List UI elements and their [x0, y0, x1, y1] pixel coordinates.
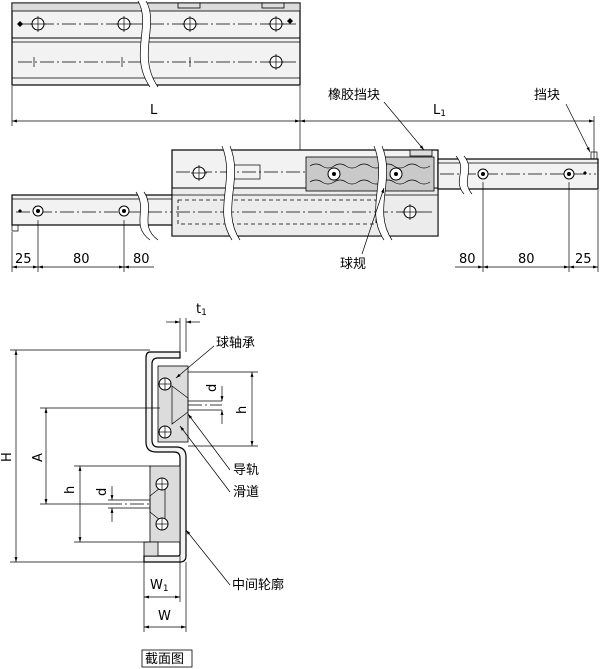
label-slide: 滑道 — [233, 485, 259, 500]
label-ball-bearing: 球轴承 — [216, 336, 255, 351]
label-L: L — [150, 103, 158, 118]
dimension-W: W1 W — [143, 556, 187, 632]
label-ball-retainer: 球规 — [340, 257, 366, 272]
label-h-upper: h — [235, 406, 250, 414]
label-A: A — [31, 453, 46, 462]
label-W: W — [158, 609, 171, 624]
dim-left-80b: 80 — [133, 252, 150, 267]
dimension-L1: L1 — [300, 103, 595, 160]
top-rail-view — [11, 0, 301, 88]
dims-right: 80 80 25 — [455, 182, 599, 272]
label-W1: W1 — [150, 578, 169, 594]
label-middle-profile: 中间轮廓 — [232, 577, 284, 593]
top-rail-holes — [17, 16, 293, 70]
dimension-t1: t1 — [166, 302, 207, 352]
section-caption-box — [141, 649, 193, 668]
label-d-lower: d — [95, 488, 110, 496]
label-d-upper: d — [205, 384, 220, 392]
dim-left-25: 25 — [15, 252, 32, 267]
label-h-lower: h — [63, 486, 78, 494]
label-H: H — [0, 452, 15, 462]
label-section-view: 截面图 — [145, 652, 184, 667]
assembly-view — [11, 145, 599, 241]
dims-left: 25 80 80 — [11, 220, 154, 272]
label-t1: t1 — [196, 302, 207, 318]
label-rubber-stop: 橡胶挡块 — [328, 87, 380, 103]
dim-right-80a: 80 — [459, 252, 476, 267]
label-L1: L1 — [433, 103, 446, 119]
dimension-H: H — [0, 349, 150, 563]
dimension-lower-h-d: h d — [63, 465, 150, 543]
dimension-A: A — [31, 407, 160, 505]
dim-right-80b: 80 — [518, 252, 535, 267]
section-view — [108, 351, 222, 563]
dim-left-80a: 80 — [73, 252, 90, 267]
dimension-upper-h-d: h d — [188, 371, 258, 447]
label-rail: 导轨 — [233, 463, 259, 478]
label-stopper: 挡块 — [534, 88, 560, 103]
dim-right-25: 25 — [575, 252, 592, 267]
